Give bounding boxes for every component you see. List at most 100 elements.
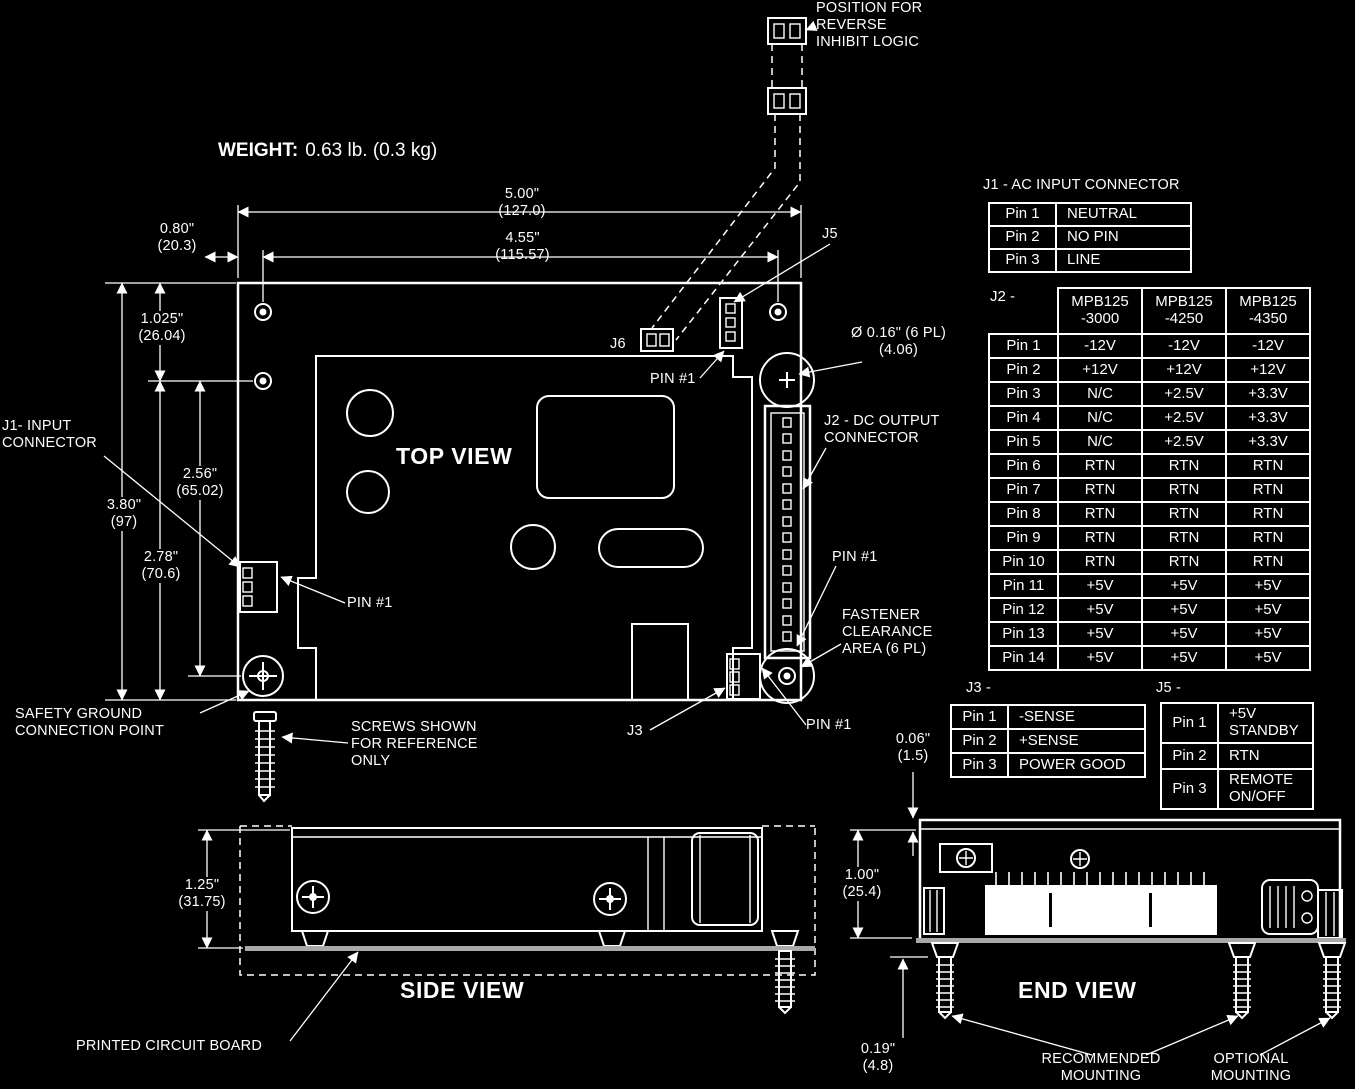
reference-screw <box>253 711 277 803</box>
cell: +5V <box>1225 597 1311 623</box>
cell: RTN <box>1217 742 1314 770</box>
side-view-drawing <box>239 825 816 1015</box>
end-view-drawing <box>916 818 1347 1020</box>
j3-pin1-label: PIN #1 <box>806 717 852 733</box>
reverse-inhibit-note: POSITION FOR REVERSE INHIBIT LOGIC <box>816 0 923 51</box>
side-screw-head <box>296 880 330 914</box>
top-view-dimensions <box>105 205 802 701</box>
chassis-side <box>291 827 763 932</box>
cell: -12V <box>1225 333 1311 359</box>
dim-side-height: 1.25" (31.75) <box>168 877 236 912</box>
dim-end-height: 1.00" (25.4) <box>830 867 894 902</box>
cell: LINE <box>1055 248 1192 273</box>
reverse-inhibit-connectors <box>651 17 807 341</box>
cell: Pin 3 <box>988 381 1059 407</box>
fastener-clearance-label: FASTENER CLEARANCE AREA (6 PL) <box>842 607 933 658</box>
pcb-bar <box>245 946 815 951</box>
cell: Pin 1 <box>988 202 1057 227</box>
cell: +12V <box>1225 357 1311 383</box>
dim-hole-span: 2.56" (65.02) <box>166 466 234 501</box>
safety-ground-label: SAFETY GROUND CONNECTION POINT <box>15 706 165 740</box>
header-cell: MPB125 -3000 <box>1057 287 1143 335</box>
chassis-notch <box>631 623 689 699</box>
cell: +2.5V <box>1141 381 1227 407</box>
cell: REMOTE ON/OFF <box>1217 768 1314 810</box>
cell: RTN <box>1141 525 1227 551</box>
cell: Pin 3 <box>988 248 1057 273</box>
cell: RTN <box>1225 525 1311 551</box>
cell: N/C <box>1057 429 1143 455</box>
header-cell: MPB125 -4250 <box>1141 287 1227 335</box>
cell: RTN <box>1057 525 1143 551</box>
j1-table-title: J1 - AC INPUT CONNECTOR <box>983 177 1180 193</box>
pcb-outline <box>236 281 803 702</box>
j5-label: J5 <box>822 226 838 242</box>
cell: Pin 10 <box>988 549 1059 575</box>
cutout-hole <box>346 470 390 514</box>
cell: +5V <box>1141 645 1227 671</box>
cell: Pin 6 <box>988 453 1059 479</box>
cell: +2.5V <box>1141 405 1227 431</box>
standoff-feet-end <box>930 942 1347 958</box>
optional-mounting-label: OPTIONAL MOUNTING <box>1210 1051 1292 1085</box>
cell: RTN <box>1225 549 1311 575</box>
cell: RTN <box>1225 453 1311 479</box>
cell: +5V <box>1141 597 1227 623</box>
safety-ground-screw <box>242 655 284 697</box>
j3-table-title: J3 - <box>966 680 991 696</box>
recommended-mounting-label: RECOMMENDED MOUNTING <box>1041 1051 1161 1085</box>
dim-width-overall: 5.00" (127.0) <box>498 186 546 220</box>
clearance-boundary <box>239 826 816 976</box>
cell: Pin 12 <box>988 597 1059 623</box>
cell: Pin 2 <box>988 225 1057 250</box>
cell: Pin 2 <box>988 357 1059 383</box>
standoff-feet <box>300 930 800 947</box>
cell: +12V <box>1057 357 1143 383</box>
cell: RTN <box>1141 477 1227 503</box>
cell: RTN <box>1057 501 1143 527</box>
cell: Pin 1 <box>1160 702 1219 744</box>
j2-connector <box>763 404 812 660</box>
cell: Pin 3 <box>950 752 1009 778</box>
chassis-outline <box>297 355 753 699</box>
cell: -SENSE <box>1007 704 1146 730</box>
screws-reference-label: SCREWS SHOWN FOR REFERENCE ONLY <box>351 719 478 770</box>
pcb-label: PRINTED CIRCUIT BOARD <box>76 1038 263 1054</box>
cell: RTN <box>1057 477 1143 503</box>
cell: Pin 8 <box>988 501 1059 527</box>
j6-connector <box>640 328 674 352</box>
cell: NO PIN <box>1055 225 1192 250</box>
mounting-screws-end <box>936 956 1341 1020</box>
cell: +5V <box>1057 597 1143 623</box>
dim-lower-span: 2.78" (70.6) <box>128 549 194 584</box>
j3-label: J3 <box>627 723 643 739</box>
cell: Pin 1 <box>988 333 1059 359</box>
cell: Pin 1 <box>950 704 1009 730</box>
cell: Pin 3 <box>1160 768 1219 810</box>
j1-pin1-label: PIN #1 <box>347 595 393 611</box>
cell: Pin 7 <box>988 477 1059 503</box>
cell: +12V <box>1141 357 1227 383</box>
j6-label: J6 <box>610 336 626 352</box>
cell: RTN <box>1057 549 1143 575</box>
cutout-hole <box>346 389 394 437</box>
cell: RTN <box>1141 501 1227 527</box>
cell: Pin 11 <box>988 573 1059 599</box>
cell: RTN <box>1225 477 1311 503</box>
cell: +5V <box>1057 573 1143 599</box>
vent-slot <box>598 528 704 568</box>
j2-output-label: J2 - DC OUTPUT CONNECTOR <box>824 413 940 447</box>
side-view-title: SIDE VIEW <box>400 977 525 1003</box>
mounting-screw <box>775 950 795 1015</box>
dim-height-overall: 3.80" (97) <box>94 497 154 532</box>
dim-hole-offset: 1.025" (26.04) <box>128 311 196 346</box>
cell: Pin 13 <box>988 621 1059 647</box>
top-view-drawing <box>236 17 815 803</box>
cell: +SENSE <box>1007 728 1146 754</box>
pcb-bar-end <box>916 938 1346 943</box>
cell: RTN <box>1141 453 1227 479</box>
end-view-title: END VIEW <box>1018 977 1137 1003</box>
